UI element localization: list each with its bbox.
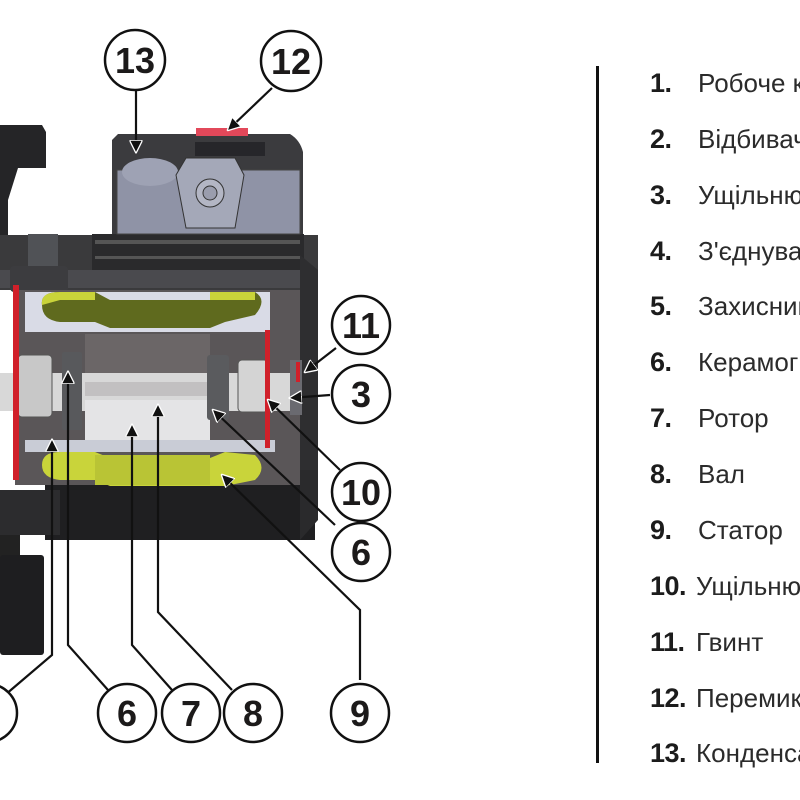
callout-7: 7 <box>160 682 222 744</box>
legend-label: Гвинт <box>696 626 764 657</box>
legend-item: 2. Відбивач <box>650 119 800 159</box>
callout-11-label: 11 <box>342 305 380 346</box>
callout-13: 13 <box>103 28 167 92</box>
legend-item: 6. Керамографіт <box>650 342 800 382</box>
leader-6-right <box>213 410 336 526</box>
legend-number: 13. <box>650 737 687 768</box>
legend-label: Керамографіт <box>698 346 800 377</box>
callout-6-bottom-label: 6 <box>117 693 137 734</box>
legend-label: Ущільнювач <box>698 179 800 210</box>
pump-cutaway-diagram: 13 12 11 3 10 6 9 8 <box>0 28 392 744</box>
legend-number: 9. <box>650 514 672 545</box>
legend-item: 8. Вал <box>650 454 745 494</box>
legend-number: 2. <box>650 123 672 154</box>
legend-number: 10. <box>650 570 687 601</box>
leader-left <box>4 440 52 696</box>
leader-11 <box>305 347 337 372</box>
callouts: 13 12 11 3 10 6 9 8 <box>0 28 392 744</box>
leader-lines <box>4 87 362 696</box>
legend-item: 5. Захисник <box>650 286 800 326</box>
legend-number: 8. <box>650 458 672 489</box>
legend-label: Ущільнювач <box>696 570 800 601</box>
motor-housing <box>0 234 318 540</box>
legend-label: Захисник <box>698 290 800 321</box>
legend-label: Вал <box>698 458 745 489</box>
legend-item: 10. Ущільнювач <box>650 566 800 606</box>
legend-item: 12. Перемикач <box>650 678 800 718</box>
legend-item: 7. Ротор <box>650 398 769 438</box>
legend-item: 1. Робоче колесо <box>650 63 800 103</box>
callout-12: 12 <box>259 29 323 93</box>
callout-6-bottom: 6 <box>96 682 158 744</box>
callout-8: 8 <box>222 682 284 744</box>
legend-item: 9. Статор <box>650 510 783 550</box>
legend-label: Перемикач <box>696 682 800 713</box>
switch-button <box>196 128 248 136</box>
callout-9: 9 <box>329 682 391 744</box>
legend-item: 4. З'єднувач <box>650 231 800 271</box>
callout-12-label: 12 <box>271 41 311 82</box>
callout-10: 10 <box>330 461 392 523</box>
legend-label: Статор <box>698 514 783 545</box>
legend-divider <box>596 66 599 763</box>
leader-12 <box>228 87 273 130</box>
callout-3-label: 3 <box>351 374 371 415</box>
legend-label: Конденсатор <box>696 737 800 768</box>
legend-number: 1. <box>650 67 672 98</box>
leader-3 <box>290 395 331 398</box>
capacitor-box <box>112 134 303 235</box>
callout-8-label: 8 <box>243 693 263 734</box>
callout-partial-left <box>0 685 19 741</box>
leader-7 <box>132 425 173 691</box>
legend-number: 3. <box>650 179 672 210</box>
legend-label: Ротор <box>698 402 769 433</box>
legend-item: 11. Гвинт <box>650 622 763 662</box>
callout-13-label: 13 <box>115 40 155 81</box>
legend-label: З'єднувач <box>698 235 800 266</box>
callout-3: 3 <box>330 363 392 425</box>
legend-item: 13. Конденсатор <box>650 733 800 773</box>
legend-number: 12. <box>650 682 687 713</box>
motor-interior <box>0 285 302 486</box>
callout-11: 11 <box>330 294 392 356</box>
callout-6-right: 6 <box>330 521 392 583</box>
leader-10 <box>268 400 341 471</box>
legend-number: 7. <box>650 402 672 433</box>
parts-legend: 1. Робоче колесо 2. Відбивач 3. Ущільнюв… <box>650 60 800 780</box>
legend-number: 6. <box>650 346 672 377</box>
callout-7-label: 7 <box>181 693 201 734</box>
callout-10-label: 10 <box>341 472 381 513</box>
callout-6-right-label: 6 <box>351 532 371 573</box>
legend-label: Відбивач <box>698 123 800 154</box>
leader-9 <box>222 475 362 680</box>
legend-number: 4. <box>650 235 672 266</box>
leader-8 <box>158 405 233 691</box>
legend-number: 11. <box>650 626 685 657</box>
legend-item: 3. Ущільнювач <box>650 175 800 215</box>
leader-6-bottom <box>68 372 109 691</box>
callout-9-label: 9 <box>350 693 370 734</box>
legend-number: 5. <box>650 290 672 321</box>
legend-label: Робоче колесо <box>698 67 800 98</box>
